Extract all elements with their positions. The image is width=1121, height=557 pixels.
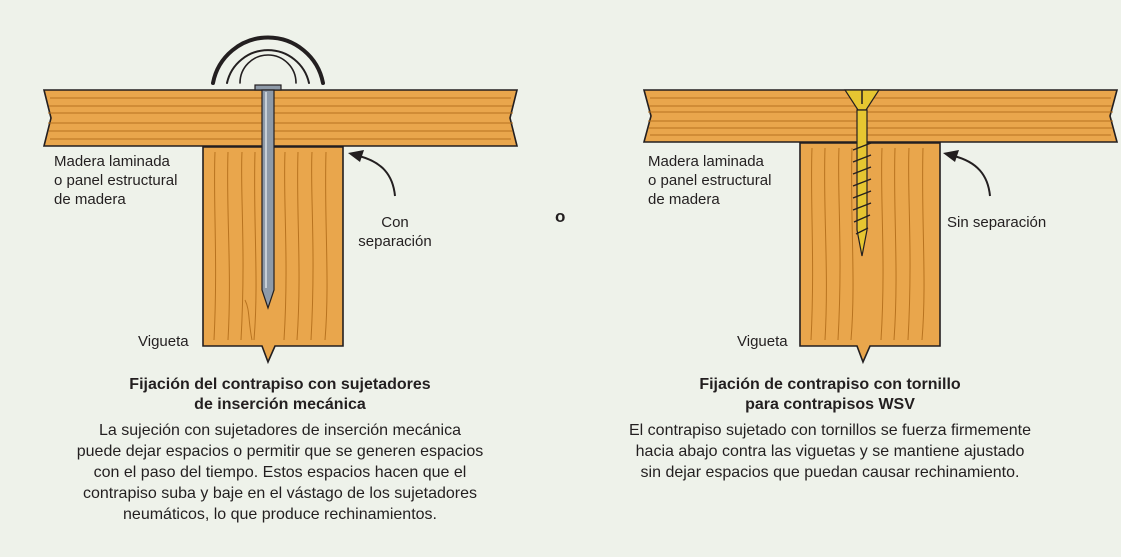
gap-pointer-arrow	[348, 150, 396, 197]
squeak-sound-icon	[211, 35, 325, 85]
joist	[799, 142, 941, 365]
caption-body: La sujeción con sujetadores de inserción…	[76, 422, 484, 523]
plywood-label: Madera laminada o panel estructural de m…	[54, 153, 178, 208]
gap-label: Sin separación	[947, 214, 1047, 231]
screw	[843, 89, 881, 257]
plywood-board	[42, 89, 519, 147]
gap-pointer-arrow	[943, 150, 991, 197]
joist-label: Vigueta	[138, 333, 189, 350]
gap-label: Con separación	[358, 214, 432, 250]
caption-title: Fijación de contrapiso con tornillo para…	[699, 376, 961, 413]
plywood-board	[642, 89, 1119, 143]
nailed-subfloor-panel: Madera laminada o panel estructural de m…	[0, 0, 560, 557]
caption-title: Fijación del contrapiso con sujetadores …	[129, 376, 431, 413]
nail	[254, 84, 282, 310]
screwed-subfloor-illustration	[642, 89, 1119, 365]
plywood-label: Madera laminada o panel estructural de m…	[648, 153, 772, 208]
caption-body: El contrapiso sujetado con tornillos se …	[629, 422, 1031, 481]
or-separator: o	[555, 207, 566, 226]
nailed-subfloor-illustration	[42, 35, 519, 365]
screwed-subfloor-panel: Madera laminada o panel estructural de m…	[560, 0, 1121, 557]
joist-label: Vigueta	[737, 333, 788, 350]
